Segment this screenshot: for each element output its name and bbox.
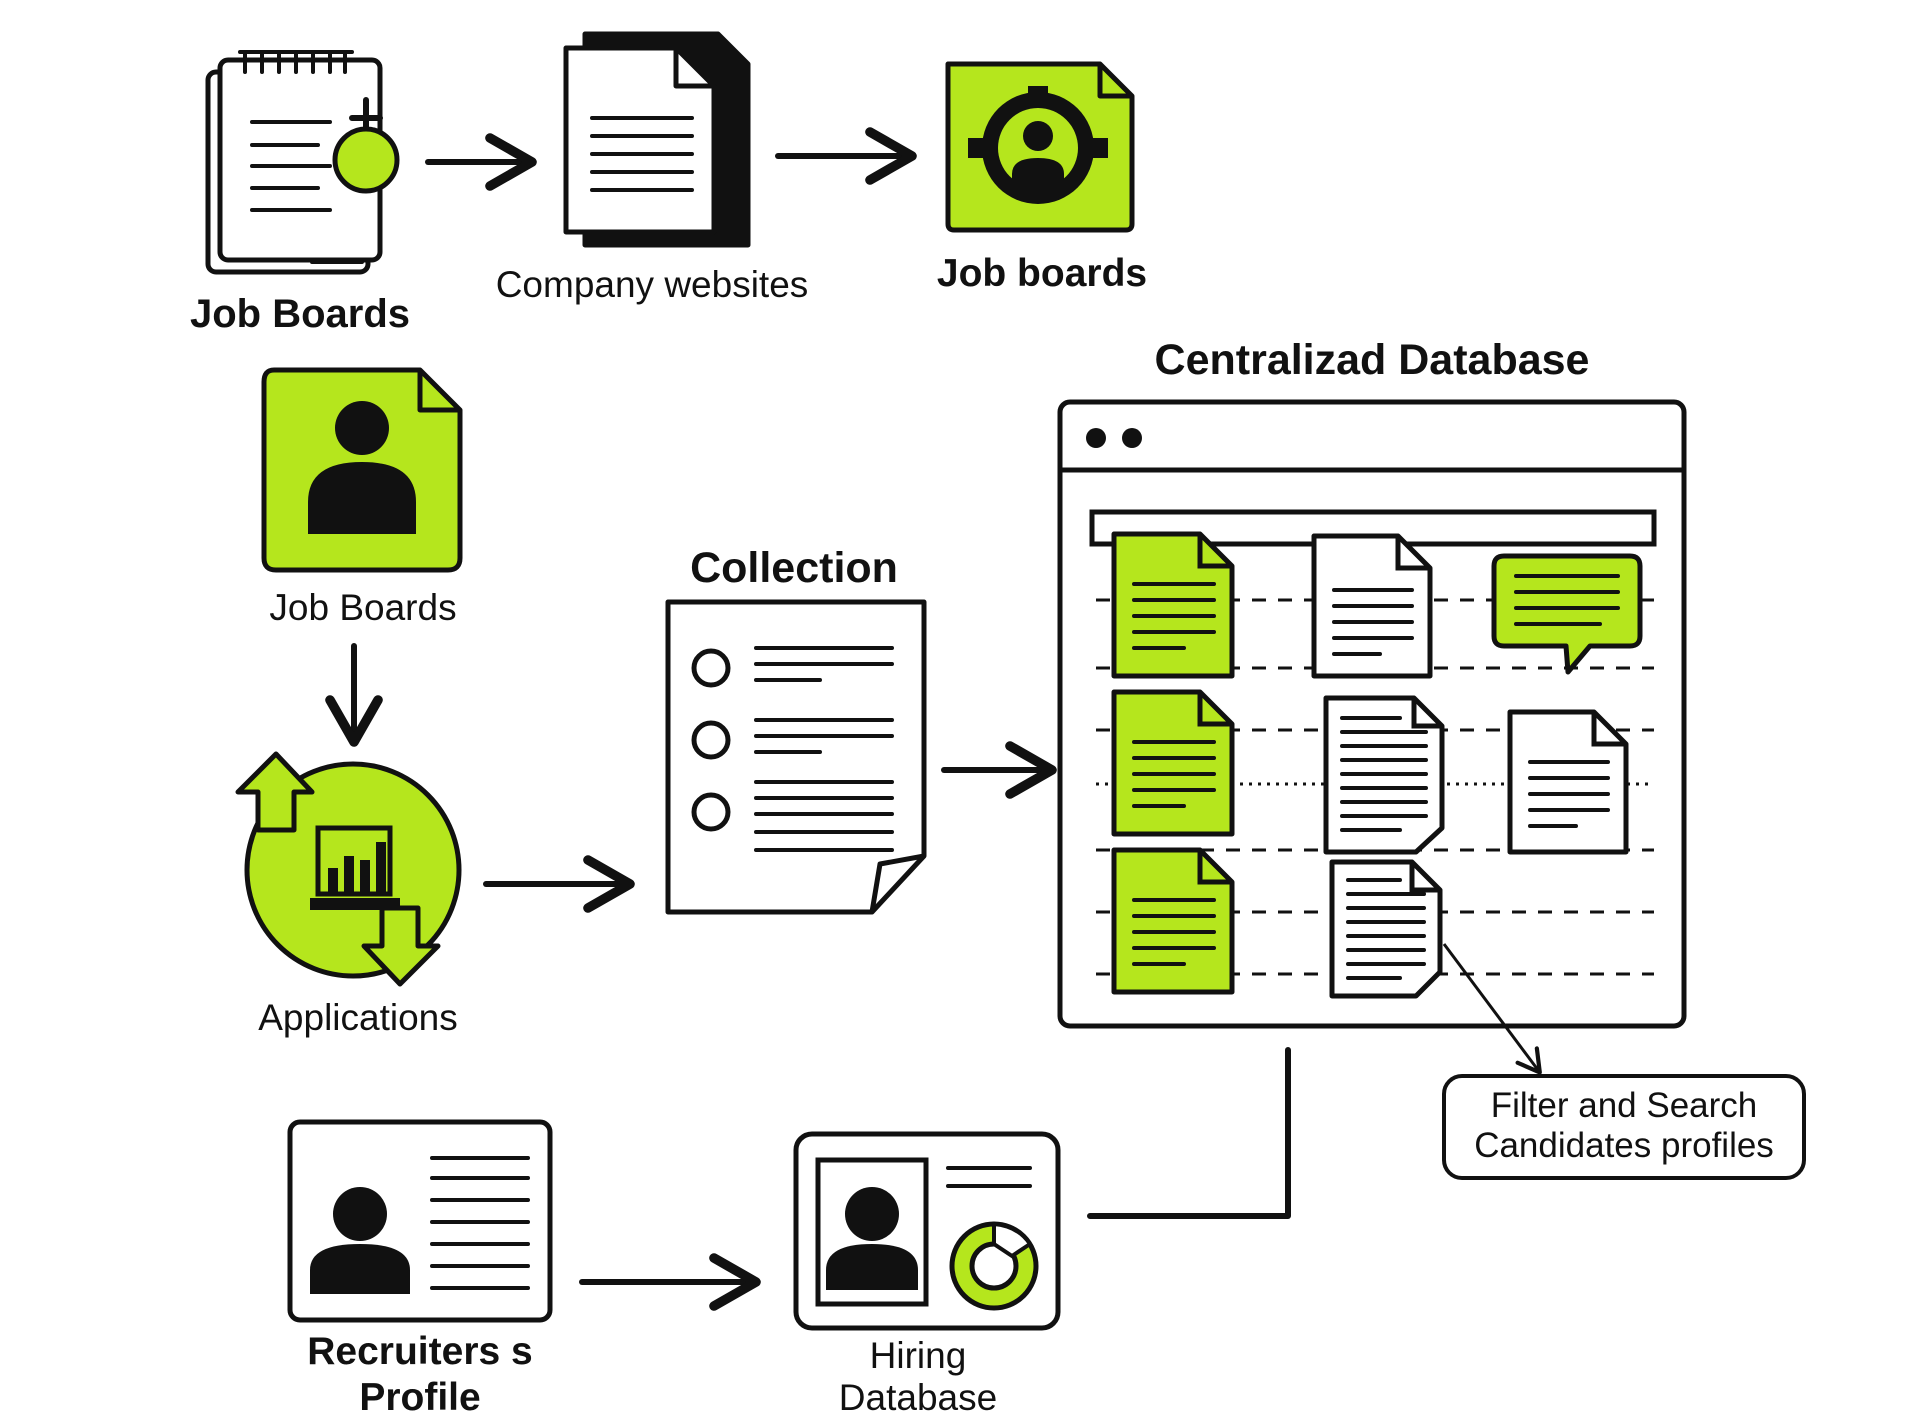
chat-bubble-icon [1491, 553, 1643, 675]
database-file-green-icon [1111, 531, 1235, 679]
window-dot-icon [1122, 428, 1142, 448]
job-boards-mid-label: Job Boards [269, 587, 456, 628]
applications-label: Applications [258, 997, 458, 1038]
job-boards-right-label: Job boards [937, 252, 1147, 295]
connector-hiring-to-database [1087, 1047, 1291, 1219]
recruiters-profile-line1: Recruiters s [307, 1330, 532, 1373]
arrow-database-to-filter [1442, 943, 1542, 1075]
refresh-chart-icon [235, 751, 462, 987]
hiring-database-line2: Database [839, 1377, 997, 1418]
profile-card-chart-icon [793, 1131, 1061, 1331]
browser-window-icon [1057, 399, 1687, 1029]
collection-title: Collection [690, 544, 898, 592]
company-websites-node: Company websites [496, 31, 809, 305]
filter-search-line1: Filter and Search [1491, 1086, 1758, 1125]
database-file-green-icon [1111, 847, 1235, 995]
filter-search-node: Filter and Search Candidates profiles [1442, 1074, 1806, 1180]
id-card-icon [287, 1119, 553, 1323]
job-boards-right-node: Job boards [937, 61, 1147, 295]
person-file-icon [261, 367, 463, 573]
company-websites-label: Company websites [496, 264, 809, 305]
window-dot-icon [1086, 428, 1106, 448]
collection-node: Collection [665, 544, 927, 915]
target-person-icon [945, 61, 1135, 233]
job-boards-mid-node: Job Boards [261, 367, 463, 628]
database-file-icon [1507, 709, 1629, 855]
centralized-database-node: Centralizad Database [1057, 336, 1687, 1029]
database-file-green-icon [1111, 689, 1235, 837]
job-boards-top-node: Job Boards [190, 50, 410, 336]
documents-stack-icon [563, 31, 751, 248]
applications-node: Applications [235, 751, 462, 1038]
recruiters-profile-node: Recruiters s Profile [287, 1119, 553, 1419]
hiring-database-node: Hiring Database [793, 1131, 1061, 1418]
checklist-document-icon [665, 599, 927, 915]
database-file-icon [1323, 695, 1445, 855]
job-boards-top-label: Job Boards [190, 292, 410, 336]
database-file-icon [1329, 859, 1443, 999]
notepad-target-icon [205, 50, 400, 275]
database-file-icon [1311, 533, 1433, 679]
hiring-database-line1: Hiring [870, 1335, 967, 1376]
centralized-database-title: Centralizad Database [1155, 336, 1590, 384]
recruiters-profile-line2: Profile [359, 1376, 480, 1419]
filter-search-line2: Candidates profiles [1474, 1126, 1774, 1165]
